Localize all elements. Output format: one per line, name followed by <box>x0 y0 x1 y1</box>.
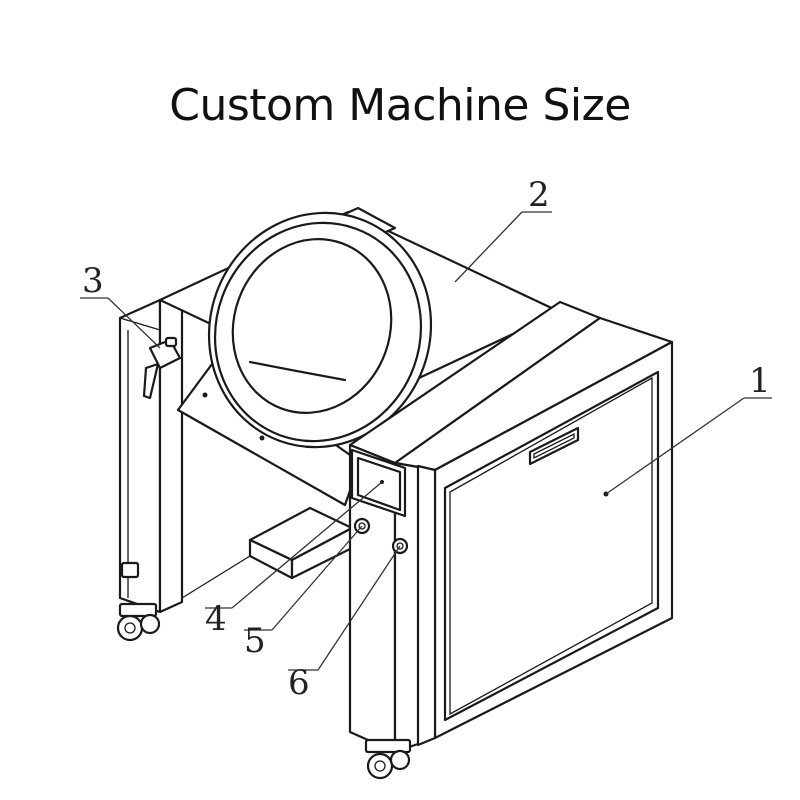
leader-lines <box>80 211 772 671</box>
callout-1: 1 <box>749 361 771 401</box>
callout-3: 3 <box>82 261 104 301</box>
base-step <box>181 506 354 599</box>
callout-6: 6 <box>288 663 310 703</box>
right-cabinet <box>348 300 674 780</box>
callout-5: 5 <box>244 621 266 661</box>
callout-4: 4 <box>205 599 227 639</box>
callout-2: 2 <box>528 175 550 215</box>
page-title: Custom Machine Size <box>169 80 631 131</box>
faucet <box>142 336 182 400</box>
cooking-drum <box>207 211 433 449</box>
callout-labels: 1 2 3 4 5 6 <box>82 175 771 703</box>
